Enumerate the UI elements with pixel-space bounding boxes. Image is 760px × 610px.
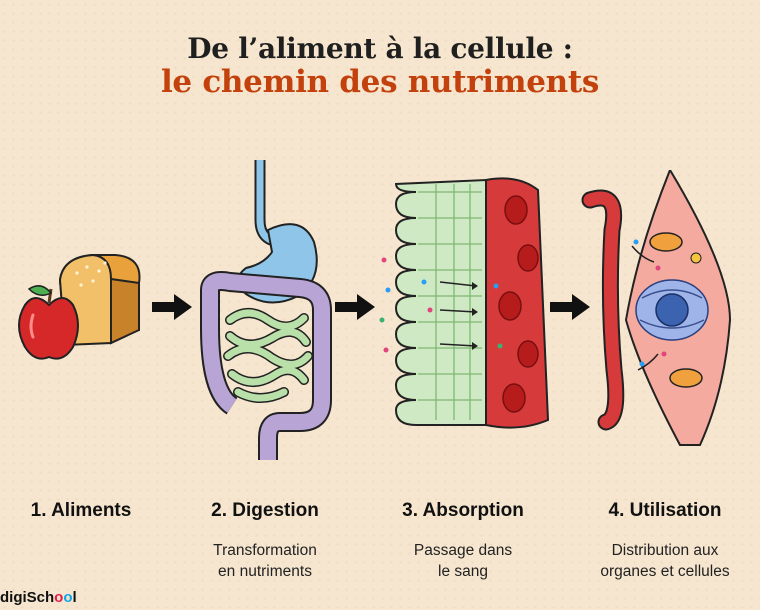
step-label-2: 2. Digestion (211, 500, 319, 521)
step-label-4: 4. Utilisation (608, 500, 722, 521)
nutrient-particles (379, 257, 503, 353)
arrow-right-icon (335, 294, 375, 320)
cell-icon (581, 170, 732, 446)
arrow-right-icon (152, 294, 192, 320)
intestinal-villi-icon (394, 178, 487, 426)
bread-icon (58, 253, 141, 347)
arrow-right-icon (550, 294, 590, 320)
food-illustration (18, 253, 141, 360)
absorption-illustration (379, 177, 550, 429)
title-line-2: le chemin des nutriments (160, 64, 600, 100)
blood-vessel-icon (485, 177, 550, 429)
digestive-system-icon (200, 160, 332, 460)
title-line-1: De l’aliment à la cellule : (187, 32, 573, 65)
digischool-logo: digiSchool (0, 589, 77, 606)
step-label-1: 1. Aliments (30, 500, 132, 521)
apple-icon (18, 285, 79, 360)
step-label-3: 3. Absorption (402, 500, 524, 521)
